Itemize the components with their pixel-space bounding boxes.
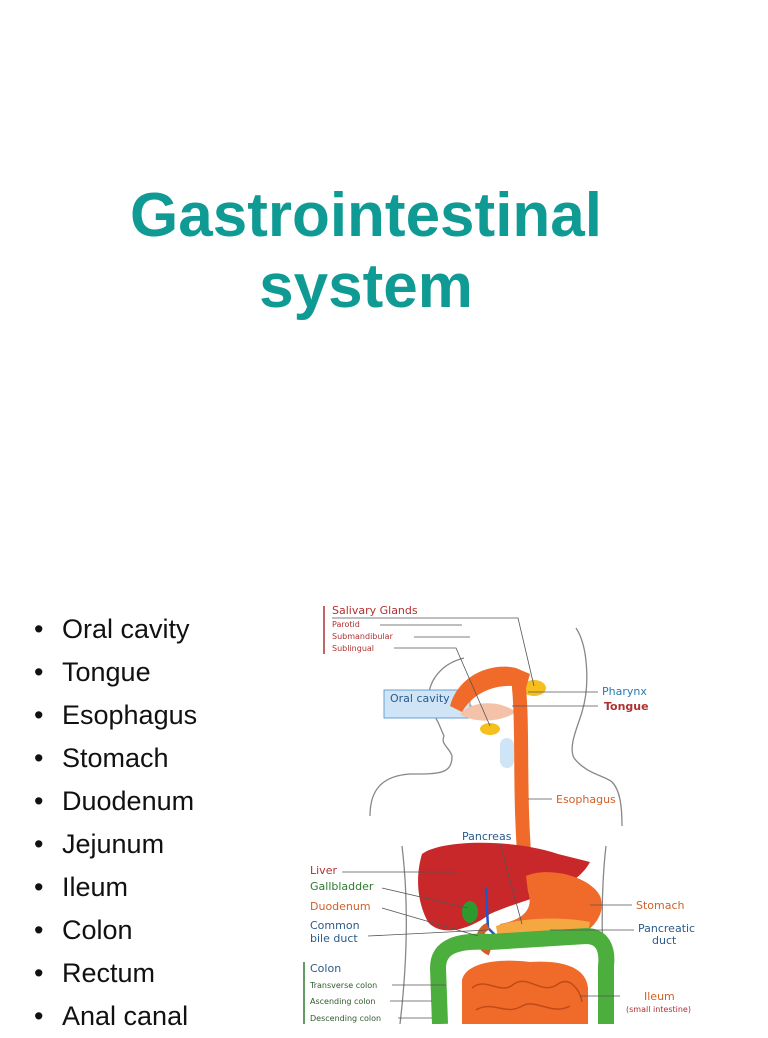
body-outline [369,657,465,817]
small-intestine-label: (small intestine) [626,1005,691,1014]
list-item: Tongue [34,651,197,694]
esophagus-label: Esophagus [556,793,616,806]
list-item: Ileum [34,866,197,909]
descending-colon-label: Descending colon [310,1014,381,1023]
list-item: Anal canal [34,995,197,1038]
colon-shape [429,927,615,1024]
title-line-1: Gastrointestinal [130,181,602,250]
bile-duct-leader [367,929,489,937]
gallbladder-label: Gallbladder [310,880,374,893]
list-item: Duodenum [34,780,197,823]
pancreatic-duct-label: duct [652,934,677,947]
liver-label: Liver [310,864,337,877]
transverse-colon-label: Transverse colon [309,981,377,990]
organ-bullet-list: Oral cavity Tongue Esophagus Stomach Duo… [34,608,197,1038]
pharynx-label: Pharynx [602,685,647,698]
list-item: Oral cavity [34,608,197,651]
sublingual-label: Sublingual [332,644,374,653]
slide-title: Gastrointestinal system [0,180,732,323]
liver-shape [418,842,590,931]
small-intestine-coils [471,980,583,1011]
colon-label: Colon [310,962,341,975]
sublingual-leader [394,647,491,727]
pharynx-shape [450,666,530,712]
list-item: Rectum [34,952,197,995]
tongue-shape [460,703,516,721]
list-item: Stomach [34,737,197,780]
common-bile-label: Common [310,919,360,932]
tongue-label: Tongue [604,700,649,713]
torso-left [399,845,407,1024]
title-line-2: system [259,252,473,322]
digestive-system-diagram: Oral cavity Salivary Glands Parotid Subm… [303,604,695,1024]
pancreatic-label: Pancreatic [638,922,695,935]
body-outline-right [571,627,623,827]
ileum-label: Ileum [644,990,675,1003]
small-intestine-shape [462,960,588,1024]
bile-duct-label: bile duct [310,932,358,945]
parotid-label: Parotid [332,620,360,629]
gallbladder-leader [381,887,469,909]
salivary-leader [332,617,535,687]
duodenum-label: Duodenum [310,900,371,913]
list-item: Jejunum [34,823,197,866]
oral-cavity-label: Oral cavity [390,692,450,705]
gallbladder-shape [462,901,478,923]
pancreas-label: Pancreas [462,830,512,843]
pancreas-leader [499,843,523,925]
sublingual-gland [480,723,500,735]
salivary-glands-label: Salivary Glands [332,604,418,617]
list-item: Colon [34,909,197,952]
ascending-colon-label: Ascending colon [310,997,376,1006]
stomach-label: Stomach [636,899,685,912]
list-item: Esophagus [34,694,197,737]
trachea-shape [500,738,514,768]
submandibular-label: Submandibular [332,632,394,641]
